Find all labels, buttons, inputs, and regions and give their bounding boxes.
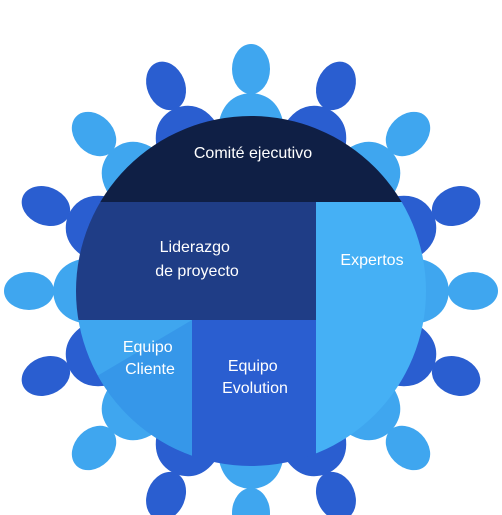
section-equipo-evolution: [192, 320, 316, 466]
label-liderazgo-de-proyecto: Liderazgo de proyecto: [155, 239, 239, 280]
label-expertos: Expertos: [340, 252, 403, 269]
section-liderazgo-de-proyecto: [76, 202, 316, 320]
label-comite-ejecutivo: Comité ejecutivo: [194, 145, 312, 162]
label-equipo-evolution: Equipo Evolution: [222, 358, 288, 397]
label-equipo-cliente: Equipo Cliente: [123, 339, 177, 378]
